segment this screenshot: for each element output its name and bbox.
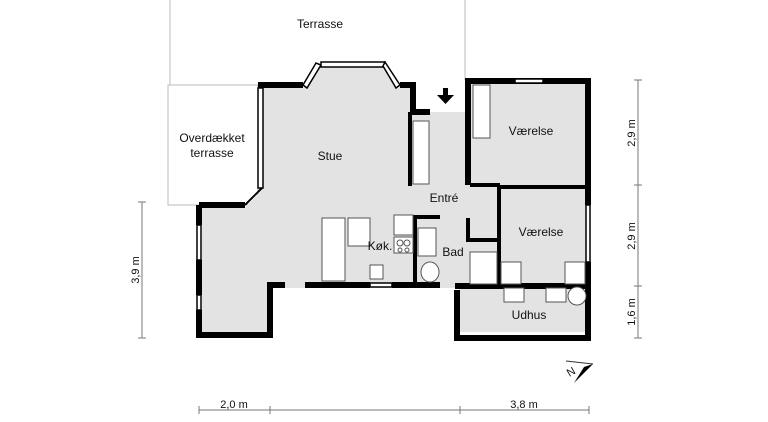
- range-hood: [393, 214, 414, 236]
- room-label-kokken: Køk.: [368, 239, 393, 253]
- covered-terrace-outline: [167, 84, 259, 206]
- window-right: [585, 204, 591, 263]
- room-label-vaerelse-1: Værelse: [509, 124, 554, 138]
- cabinet: [321, 217, 346, 282]
- room-label-stue: Stue: [318, 149, 343, 163]
- dimension-bottom-right: 3,8 m: [510, 399, 538, 411]
- dimension-right-top: 2,9 m: [626, 119, 638, 147]
- stove: [393, 236, 414, 254]
- dimension-right-middle: 2,9 m: [626, 222, 638, 250]
- dimension-right-bottom: 1,6 m: [626, 298, 638, 326]
- room-label-overdaekket: Overdækket: [179, 131, 245, 145]
- compass-north-label: N: [565, 365, 578, 379]
- entrance-arrow-icon: [437, 88, 454, 104]
- cabinet-bedroom-a: [500, 261, 522, 285]
- wardrobe-entre: [412, 120, 430, 185]
- laundry-tub-b: [545, 287, 567, 303]
- room-label-vaerelse-2: Værelse: [519, 225, 564, 239]
- room-label-terrasse: Terrasse: [297, 17, 343, 31]
- fridge: [369, 264, 384, 280]
- dimension-left: 3,9 m: [130, 256, 142, 284]
- north-arrow-icon: N: [565, 360, 594, 383]
- laundry-tub-a: [503, 287, 525, 303]
- dimension-bottom-left: 2,0 m: [220, 399, 248, 411]
- wardrobe-bedroom: [472, 84, 491, 139]
- interior-walls: [408, 112, 588, 288]
- cabinet-bedroom-b: [564, 261, 586, 285]
- window-left-wall-2: [196, 294, 202, 311]
- room-label-udhus: Udhus: [512, 308, 547, 322]
- room-label-bad: Bad: [442, 245, 463, 259]
- fixtures: [321, 84, 587, 306]
- window-kitchen: [369, 282, 393, 288]
- toilet: [420, 261, 440, 283]
- bay-window: [196, 60, 591, 311]
- dimension-lines: [138, 79, 642, 414]
- water-heater: [567, 286, 587, 306]
- exterior-walls: [196, 78, 591, 341]
- window-left: [257, 87, 264, 189]
- window-left-wall: [196, 224, 202, 261]
- shower: [469, 251, 498, 285]
- room-label-entre: Entré: [430, 191, 459, 205]
- window-top-right: [514, 78, 544, 84]
- bathtub-basin: [417, 227, 437, 257]
- sink-counter: [347, 217, 371, 247]
- room-label-terrasse-covered: terrasse: [190, 146, 234, 160]
